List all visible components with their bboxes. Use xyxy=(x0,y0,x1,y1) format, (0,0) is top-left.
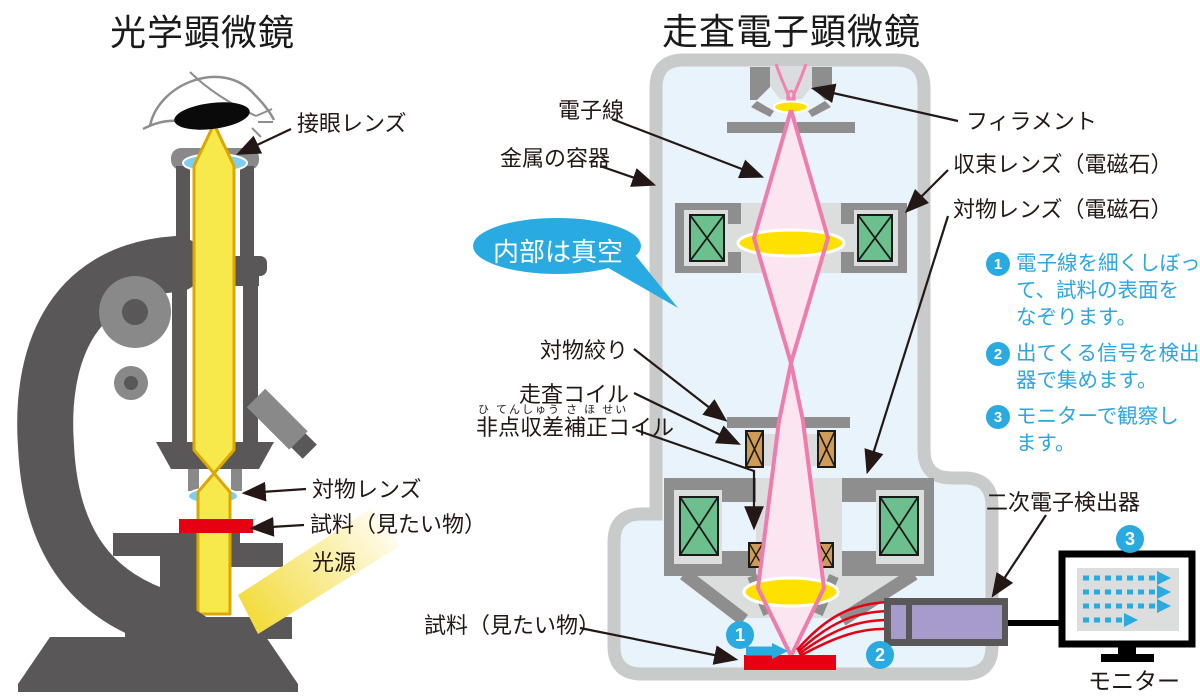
objective-coil-right xyxy=(879,496,919,556)
sample-sem-arrow xyxy=(579,626,739,665)
secondary-electron-detector xyxy=(884,598,1062,646)
focus-knobs xyxy=(99,276,171,400)
optical-microscope-figure xyxy=(17,71,400,692)
step-1-line-2: て、試料の表面を xyxy=(1016,279,1179,302)
sample-optical xyxy=(179,519,253,533)
diagram-badge-1: 1 xyxy=(726,621,754,649)
light-path xyxy=(192,122,236,616)
electron-beam-edge-right xyxy=(789,109,830,657)
step-1-line-3: なぞります。 xyxy=(1016,306,1137,329)
sem-title: 走査電子顕微鏡 xyxy=(662,11,922,52)
step-3-text: モニターで観察し ます。 xyxy=(1016,403,1179,457)
step-2-text: 出てくる信号を検出 器で集めます。 xyxy=(1016,340,1199,394)
eyepiece-label: 接眼レンズ xyxy=(297,111,407,136)
monitor-stand xyxy=(1118,644,1136,655)
monitor-base xyxy=(1101,654,1154,662)
objective-sem-arrow xyxy=(864,215,950,475)
signal-curves xyxy=(796,600,889,658)
filament-arrow xyxy=(810,83,959,123)
sample-sem xyxy=(744,655,836,670)
monitor xyxy=(1058,550,1196,662)
condenser-arrow xyxy=(904,169,949,214)
stage-and-base xyxy=(18,533,298,692)
monitor-label: モニター xyxy=(1088,668,1180,694)
light-source-label: 光源 xyxy=(312,550,357,575)
metal-container-label: 金属の容器 xyxy=(500,146,611,171)
objective-optical-label: 対物レンズ xyxy=(312,477,422,502)
sample-optical-label: 試料（見たい物） xyxy=(310,512,487,537)
microscope-tube xyxy=(156,148,317,491)
aperture-label: 対物絞り xyxy=(540,338,629,363)
step-3-line-2: ます。 xyxy=(1016,432,1076,455)
step-note-2: 2 出てくる信号を検出 器で集めます。 xyxy=(986,340,1199,394)
objective-aperture xyxy=(727,417,850,428)
scan-coil-left xyxy=(745,430,764,468)
light-source-beam xyxy=(238,508,400,634)
anode-plates xyxy=(727,122,855,133)
mirror xyxy=(163,594,245,653)
filament-wire xyxy=(774,63,792,102)
objective-coil-left xyxy=(679,496,719,556)
step-2-badge: 2 xyxy=(986,342,1010,366)
astigmatism-arrow xyxy=(635,428,764,531)
scan-direction-arrow xyxy=(746,643,788,659)
sem-figure xyxy=(473,53,1196,681)
step-3-line-1: モニターで観察し xyxy=(1016,405,1179,428)
scan-coil-label: 走査コイル xyxy=(519,382,630,407)
vacuum-bubble-label: 内部は真空 xyxy=(492,237,623,267)
objective-sem-label: 対物レンズ（電磁石） xyxy=(953,197,1173,222)
microscope-arm xyxy=(17,236,204,642)
objective-lens-field xyxy=(742,576,840,608)
scan-coil-right xyxy=(817,430,836,468)
step-2-line-2: 器で集めます。 xyxy=(1016,369,1158,392)
diagram-badge-2: 2 xyxy=(866,641,894,669)
astigmatism-furigana: ひ てんしゅう さ ほ せい xyxy=(478,404,629,416)
diagram-badge-3: 3 xyxy=(1116,525,1144,553)
sample-sem-label: 試料（見たい物） xyxy=(424,613,601,638)
condenser-label: 収束レンズ（電磁石） xyxy=(953,152,1173,177)
detector-arrow xyxy=(991,514,1047,598)
condenser-lens-field xyxy=(736,228,846,258)
condenser-coil-right xyxy=(857,214,893,262)
step-1-text: 電子線を細くしぼっ て、試料の表面を なぞります。 xyxy=(1016,250,1200,331)
electron-beam-label: 電子線 xyxy=(558,98,625,123)
step-1-line-1: 電子線を細くしぼっ xyxy=(1016,252,1200,275)
optical-microscope-title: 光学顕微鏡 xyxy=(110,12,296,53)
detector-label: 二次電子検出器 xyxy=(986,490,1141,515)
eyepiece-arrow xyxy=(236,128,292,155)
label-arrows xyxy=(236,83,1047,665)
electron-beam-arrow xyxy=(611,117,765,179)
vacuum-bubble xyxy=(473,218,678,308)
sample-optical-arrow xyxy=(249,516,305,537)
objective-optical-arrow xyxy=(241,481,307,502)
step-note-3: 3 モニターで観察し ます。 xyxy=(986,403,1179,457)
eye-sketch xyxy=(142,71,276,138)
step-3-badge: 3 xyxy=(986,405,1010,429)
scan-coil-arrow xyxy=(633,392,741,445)
detector-cable xyxy=(1008,620,1062,626)
step-1-badge: 1 xyxy=(986,252,1010,276)
filament-label: フィラメント xyxy=(966,109,1097,134)
aperture-arrow xyxy=(633,348,728,422)
metal-container-arrow xyxy=(599,164,657,187)
astigmatism-label: 非点収差補正コイル xyxy=(476,415,675,440)
scan-lines xyxy=(1083,575,1157,623)
condenser-coil-left xyxy=(689,214,725,262)
electron-beam-edge-left xyxy=(752,109,793,657)
step-2-line-1: 出てくる信号を検出 xyxy=(1016,342,1200,365)
scan-line-arrowheads xyxy=(1124,571,1171,627)
step-note-1: 1 電子線を細くしぼっ て、試料の表面を なぞります。 xyxy=(986,250,1200,331)
